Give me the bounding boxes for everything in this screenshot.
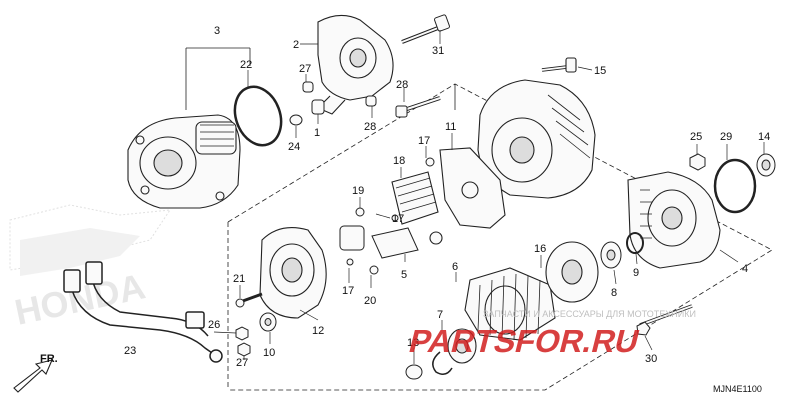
callout-17a: 17 (418, 135, 430, 147)
callout-24: 22 (240, 59, 252, 71)
callout-20: 18 (393, 155, 405, 167)
callout-10: 10 (263, 347, 275, 359)
callout-6: 6 (452, 261, 458, 273)
callout-labels: 3 22 2 27 1 24 28 28 31 15 11 17 18 19 1… (124, 25, 770, 369)
rear-cover (627, 171, 721, 269)
callout-4: 4 (742, 263, 748, 275)
callout-31: 31 (432, 45, 444, 57)
front-direction-arrow: FR. (13, 353, 58, 393)
callout-2: 2 (293, 39, 299, 51)
o-ring-25 (713, 158, 757, 214)
callout-27b: 27 (236, 357, 248, 369)
callout-17c: 17 (342, 285, 354, 297)
collar-13 (405, 364, 423, 380)
ring-9 (626, 232, 644, 254)
regulator (391, 171, 439, 225)
direction-label: FR. (40, 353, 58, 365)
starter-cover-assembly (127, 114, 241, 209)
callout-30: 30 (645, 353, 657, 365)
oil-seal-14 (756, 153, 776, 177)
callout-9: 9 (633, 267, 639, 279)
bearing-8 (600, 241, 622, 269)
callout-16: 16 (534, 243, 546, 255)
partsfor-watermark: ЗАПЧАСТИ И АКСЕССУАРЫ ДЛЯ МОТОТЕХНИКИ PA… (406, 309, 696, 359)
callout-1: 1 (314, 127, 320, 139)
callout-12: 12 (312, 325, 324, 337)
callout-26: 24 (288, 141, 300, 153)
exploded-box (227, 83, 773, 391)
callout-5: 5 (401, 269, 407, 281)
callout-21: 21 (233, 273, 245, 285)
callout-7: 7 (437, 309, 443, 321)
small-hardware (235, 292, 277, 357)
rotor (464, 267, 556, 341)
stator-housing (477, 57, 596, 199)
fan-plate (545, 241, 599, 303)
callout-23: 25 (690, 131, 702, 143)
front-cover (317, 14, 394, 115)
circlip (432, 351, 453, 375)
callout-8: 8 (611, 287, 617, 299)
callout-28a: 27 (299, 63, 311, 75)
watermark-tagline: ЗАПЧАСТИ И АКСЕССУАРЫ ДЛЯ МОТОТЕХНИКИ (483, 309, 696, 319)
callout-18: 19 (352, 185, 364, 197)
stator (259, 227, 327, 319)
terminal-block (339, 157, 435, 275)
callout-27a: 26 (208, 319, 220, 331)
bearing (447, 328, 477, 364)
diagram-code: MJN4E1100 (713, 384, 762, 394)
wire-harness (63, 261, 223, 363)
callout-11: 11 (445, 121, 456, 133)
callout-13: 13 (407, 337, 419, 349)
callout-25: 29 (720, 131, 732, 143)
callout-15: 15 (594, 65, 606, 77)
callout-3: 3 (214, 25, 220, 37)
callout-28b: 28 (364, 121, 376, 133)
callout-14: 14 (758, 131, 770, 143)
callout-19: 20 (364, 295, 376, 307)
watermark-site: PARTSFOR.RU (406, 323, 644, 358)
long-bolt-30 (636, 304, 693, 336)
leader-lines (213, 30, 765, 364)
nut-23 (689, 153, 706, 171)
callout-17b: 17 (392, 213, 404, 225)
front-small-parts (289, 14, 450, 126)
brush-holder (429, 147, 506, 245)
bracket-3 (185, 47, 251, 110)
callout-22: 23 (124, 345, 136, 357)
callout-29: 28 (396, 79, 408, 91)
